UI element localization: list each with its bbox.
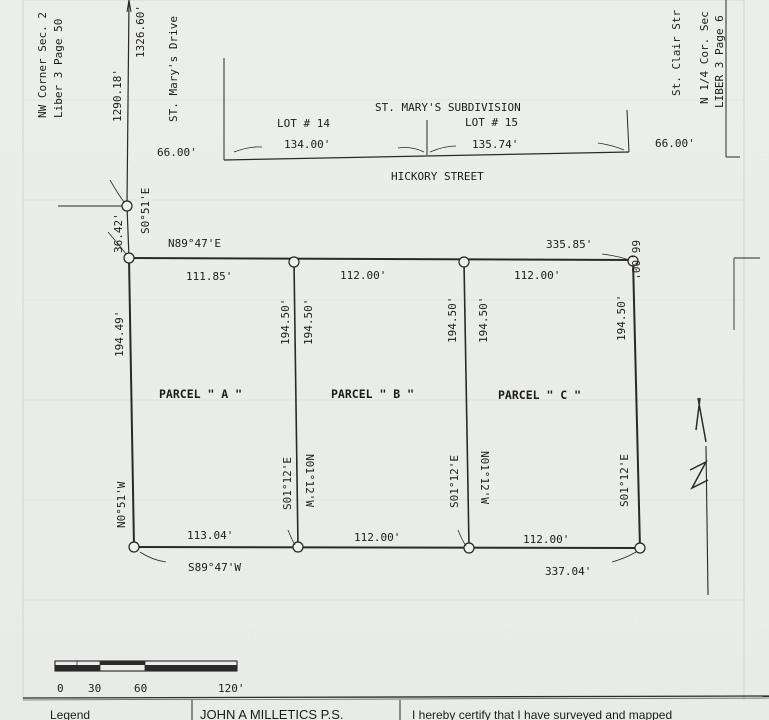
parcel-boundaries [126, 205, 641, 549]
leader-arrow-icon [601, 253, 630, 261]
lot-14-label: LOT # 14 [277, 117, 330, 130]
parcel-b-label: PARCEL " B " [331, 387, 414, 401]
scale-label-30: 30 [88, 682, 101, 695]
street-width-right: 66.00' [655, 137, 695, 150]
street-width-left: 66.00' [157, 146, 197, 159]
st-marys-drive-label: ST. Mary's Drive [167, 16, 180, 122]
dim-arrow-icon [397, 147, 425, 153]
grid-paper [22, 0, 745, 700]
bearing-east-side: S01°12'E [618, 454, 631, 507]
section-line-west [126, 0, 130, 206]
south-seg-a: 113.04' [187, 529, 233, 542]
n-quarter-liber-label: LIBER 3 Page 6 [713, 15, 726, 108]
scale-bar [54, 660, 238, 672]
dim-arrow-icon [429, 145, 457, 153]
hickory-street-label: HICKORY STREET [391, 170, 484, 183]
north-seg-b: 112.00' [340, 269, 386, 282]
south-seg-b: 112.00' [354, 531, 400, 544]
leader-arrow-icon [287, 529, 296, 546]
monument-icon [627, 255, 639, 267]
monument-icon [123, 252, 135, 264]
bearing-north: N89°47'E [168, 237, 221, 250]
leader-arrow-icon [107, 231, 127, 255]
dist-east-tie: 66.00' [629, 240, 642, 280]
monument-icon [634, 542, 646, 554]
bearing-ab-up: N01°12'W [303, 454, 316, 507]
parcel-line-ab [293, 261, 299, 548]
subdivision-title: ST. MARY'S SUBDIVISION [375, 101, 521, 114]
st-clair-label: St. Clair Str [670, 10, 683, 96]
monument-icon [458, 256, 470, 268]
dist-north-total: 335.85' [546, 238, 592, 251]
north-boundary [128, 257, 634, 261]
south-boundary [133, 546, 641, 549]
bearing-west-tie: S0°51'E [139, 188, 152, 234]
surveyor-name: JOHN A MILLETICS P.S. [200, 707, 344, 720]
dist-ab-left: 194.50' [279, 299, 292, 345]
monument-icon [128, 541, 140, 553]
dim-135-label: 135.74' [472, 138, 518, 151]
scale-label-120: 120' [218, 682, 245, 695]
west-tie-segment [126, 205, 130, 259]
leader-arrow-icon [139, 551, 167, 563]
north-arrow-icon [689, 257, 760, 596]
monument-icon [288, 256, 300, 268]
nw-liber-label: Liber 3 Page 50 [52, 19, 65, 118]
dist-bc-right: 194.50' [477, 297, 490, 343]
bearing-south: S89°47'W [188, 561, 241, 574]
bearing-ab-down: S01°12'E [281, 457, 294, 510]
dim-1326-label: 1326.60' [134, 5, 147, 58]
leader-arrow-icon [457, 529, 467, 547]
dim-arrow-icon [233, 146, 263, 153]
dist-ab-right: 194.50' [302, 299, 315, 345]
leader-arrows [107, 179, 637, 563]
title-block [22, 695, 769, 720]
dist-west-side: 194.49' [113, 311, 126, 357]
north-seg-a: 111.85' [186, 270, 232, 283]
survey-monuments [121, 200, 646, 554]
dim-arrow-icon [597, 142, 625, 151]
scale-label-60: 60 [134, 682, 147, 695]
subdivision-east-line [626, 109, 630, 153]
certification-text: I hereby certify that I have surveyed an… [412, 708, 672, 720]
monument-icon [121, 200, 133, 212]
monument-icon [463, 542, 475, 554]
bearing-west-side: N0°51'W [115, 481, 128, 528]
parcel-a-label: PARCEL " A " [159, 387, 242, 401]
dist-east-side: 194.50' [615, 295, 628, 341]
leader-arrow-icon [109, 179, 125, 203]
dist-bc-left: 194.50' [446, 297, 459, 343]
parcel-c-label: PARCEL " C " [498, 388, 581, 402]
bearing-bc-down: S01°12'E [448, 455, 461, 508]
legend-label: Legend [50, 708, 90, 720]
west-boundary [128, 257, 135, 548]
lot-15-label: LOT # 15 [465, 116, 518, 129]
bearing-bc-up: N01°12'W [478, 451, 491, 504]
dist-west-tie: 36.42' [112, 213, 125, 253]
dim-134-label: 134.00' [284, 138, 330, 151]
east-boundary [632, 259, 641, 549]
dist-south-total: 337.04' [545, 565, 591, 578]
section-arrow-icon [126, 0, 132, 13]
nw-corner-label: NW Corner Sec. 2 [36, 12, 49, 118]
leader-arrow-icon [611, 551, 637, 563]
parcel-line-bc [463, 261, 470, 548]
south-seg-c: 112.00' [523, 533, 569, 546]
n-quarter-corner-label: N 1/4 Cor. Sec [698, 11, 711, 104]
north-seg-c: 112.00' [514, 269, 560, 282]
monument-icon [292, 541, 304, 553]
scale-label-0: 0 [57, 682, 64, 695]
dim-1290-label: 1290.18' [111, 69, 124, 122]
hickory-north-line [223, 151, 630, 161]
